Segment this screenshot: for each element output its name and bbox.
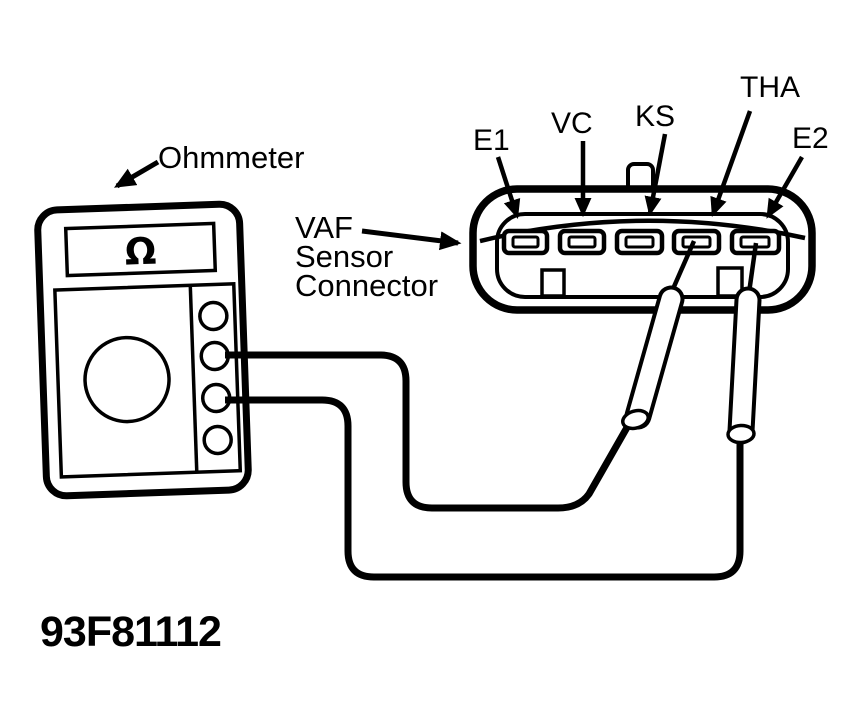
pin-ks [614, 228, 665, 256]
probe-tha [621, 240, 697, 431]
probe-e2-body [731, 290, 758, 441]
pin-tha-slot [681, 235, 712, 249]
pin-vc-outer [557, 228, 607, 256]
connector-inner-face [495, 212, 790, 299]
vaf-sensor-connector [469, 162, 816, 314]
pin-arrow-ks [644, 133, 668, 217]
ohmmeter-panel [53, 281, 243, 479]
pin-e1-outer [501, 228, 550, 256]
pin-label-tha: THA [740, 71, 800, 104]
pin-vc [557, 228, 607, 256]
dial-knob [83, 335, 171, 424]
pin-label-e2: E2 [792, 122, 829, 155]
pin-arrow-e1 [495, 156, 521, 219]
omega-icon: Ω [124, 229, 157, 273]
pin-ks-outer [614, 228, 665, 256]
pin-vc-slot [567, 235, 597, 249]
test-lead-wire-e2 [225, 396, 744, 581]
ohmmeter: Ω [34, 200, 252, 500]
pin-ks-slot [624, 235, 655, 249]
pin-label-vc: VC [551, 107, 593, 140]
connector-arrow [361, 228, 462, 251]
panel-divider [188, 285, 199, 473]
figure-code: 93F81112 [40, 608, 221, 656]
pin-label-e1: E1 [473, 124, 510, 157]
pin-e1 [501, 228, 550, 256]
ohmmeter-display [63, 221, 218, 278]
pin-tha [671, 228, 722, 256]
test-lead-wire-tha [225, 351, 637, 512]
ohmmeter-arrow [113, 159, 160, 189]
pin-tha-outer [671, 228, 722, 256]
pin-arrow-tha [710, 110, 753, 217]
probe-tha-body [628, 289, 681, 426]
ohmmeter-label: Ohmmeter [158, 140, 304, 175]
pin-label-ks: KS [635, 100, 675, 133]
pin-arrow-e2 [766, 155, 804, 219]
probe-e2-end-cap [726, 423, 756, 445]
connector-label-line-2: Sensor [295, 239, 393, 274]
pin-e1-slot [511, 235, 540, 249]
probe-e2 [726, 242, 762, 445]
connector-key-tab-left [540, 268, 566, 298]
terminal-button-1 [198, 300, 229, 332]
connector-label-line-1: VAF [295, 210, 353, 245]
connector-label-line-3: Connector [295, 268, 438, 303]
connector-key-tab-right [716, 266, 744, 298]
terminal-button-4 [202, 424, 233, 456]
probe-tha-end-cap [621, 408, 650, 431]
